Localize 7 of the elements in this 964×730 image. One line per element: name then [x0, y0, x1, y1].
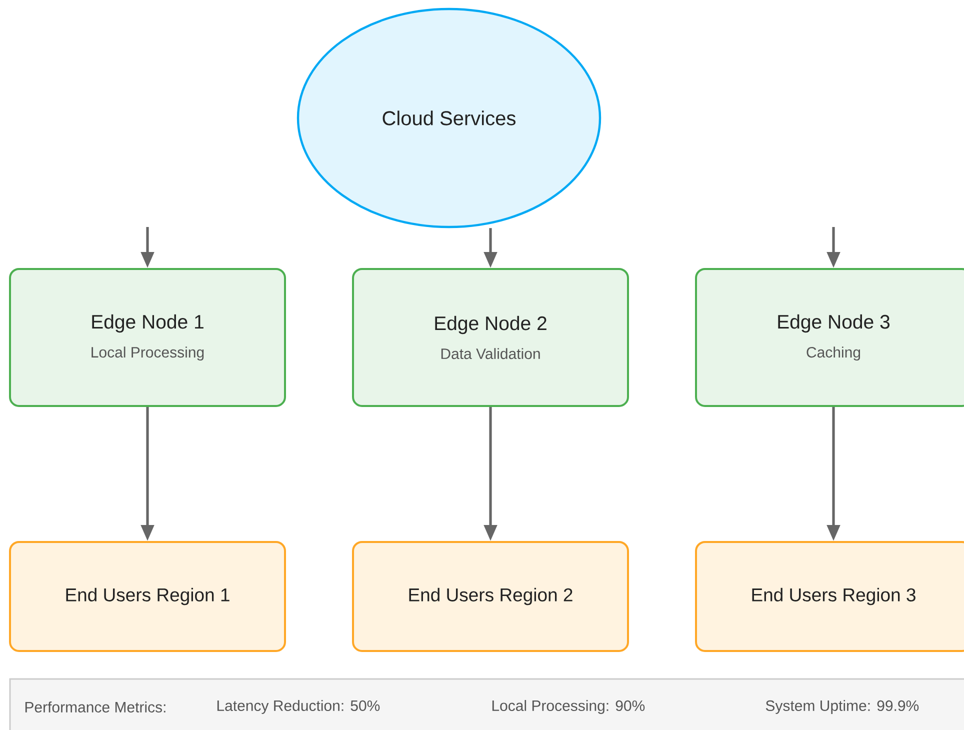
end-users-box: End Users Region 3	[695, 540, 964, 652]
end-users-box: End Users Region 1	[9, 540, 286, 652]
edge-node-box: Edge Node 2 Data Validation	[352, 268, 629, 407]
metrics-bar: Performance Metrics: Latency Reduction: 50% Local Processing: 90% System Uptime: 99.9%	[9, 678, 964, 730]
edge-node-box: Edge Node 3 Caching	[695, 268, 964, 407]
end-users-box: End Users Region 2	[352, 540, 629, 652]
edge-node-box: Edge Node 1 Local Processing	[9, 268, 286, 407]
